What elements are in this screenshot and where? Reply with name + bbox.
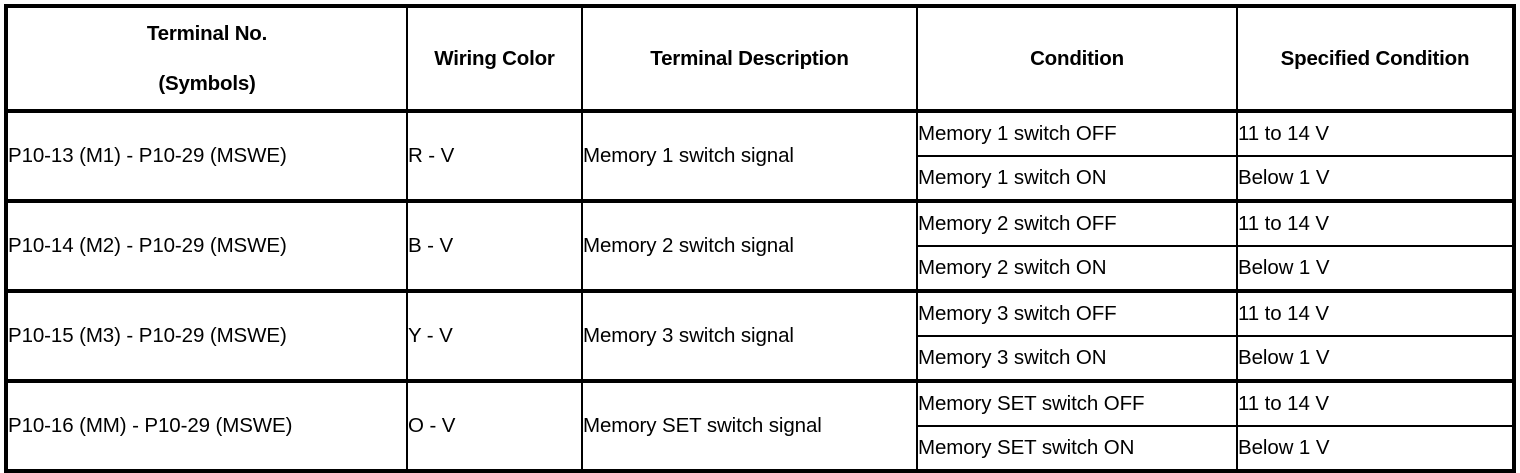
table-row: P10-15 (M3) - P10-29 (MSWE) Y - V Memory… [5,290,1515,383]
header-terminal-no: Terminal No. (Symbols) [5,5,408,113]
cell-wiring-color: B - V [406,200,583,293]
table-row: P10-14 (M2) - P10-29 (MSWE) B - V Memory… [5,200,1515,293]
cell-wiring-color: Y - V [406,290,583,383]
cell-terminal-no: P10-16 (MM) - P10-29 (MSWE) [5,380,408,473]
header-terminal-no-line2: (Symbols) [158,71,256,95]
cell-specified-condition: 11 to 14 V [1236,200,1515,247]
header-wiring-color: Wiring Color [406,5,583,113]
cell-specified-condition: Below 1 V [1236,245,1515,293]
cell-terminal-description: Memory 1 switch signal [581,110,918,203]
cell-specified-condition: 11 to 14 V [1236,380,1515,427]
table-header-row: Terminal No. (Symbols) Wiring Color Term… [5,5,1515,113]
cell-terminal-description: Memory 3 switch signal [581,290,918,383]
terminal-specification-table: Terminal No. (Symbols) Wiring Color Term… [4,4,1516,473]
cell-specified-condition: Below 1 V [1236,155,1515,203]
header-terminal-no-line1: Terminal No. [146,21,268,45]
table-row: Memory 1 switch ON Below 1 V [6,155,1515,203]
cell-condition: Memory 3 switch ON [916,335,1238,383]
table-row: P10-16 (MM) - P10-29 (MSWE) O - V Memory… [5,380,1515,473]
cell-condition: Memory 2 switch OFF [916,200,1238,247]
cell-condition: Memory 1 switch ON [916,155,1238,203]
cell-terminal-description: Memory SET switch signal [581,380,918,473]
cell-terminal-no: P10-14 (M2) - P10-29 (MSWE) [5,200,408,293]
table-row: P10-13 (M1) - P10-29 (MSWE) R - V Memory… [5,110,1515,203]
cell-condition: Memory 3 switch OFF [916,290,1238,337]
cell-condition: Memory SET switch ON [916,425,1238,473]
table-row: Memory 3 switch ON Below 1 V [6,335,1515,383]
cell-specified-condition: Below 1 V [1236,425,1515,473]
cell-condition: Memory SET switch OFF [916,380,1238,427]
cell-specified-condition: Below 1 V [1236,335,1515,383]
header-condition: Condition [916,5,1238,113]
table-row: Memory 2 switch ON Below 1 V [6,245,1515,293]
cell-condition: Memory 1 switch OFF [916,110,1238,157]
cell-terminal-no: P10-15 (M3) - P10-29 (MSWE) [5,290,408,383]
header-specified-condition: Specified Condition [1236,5,1515,113]
cell-terminal-no: P10-13 (M1) - P10-29 (MSWE) [5,110,408,203]
header-terminal-description: Terminal Description [581,5,918,113]
specification-table-sheet: Terminal No. (Symbols) Wiring Color Term… [0,4,1520,473]
cell-specified-condition: 11 to 14 V [1236,110,1515,157]
cell-specified-condition: 11 to 14 V [1236,290,1515,337]
cell-terminal-description: Memory 2 switch signal [581,200,918,293]
cell-wiring-color: O - V [406,380,583,473]
cell-wiring-color: R - V [406,110,583,203]
cell-condition: Memory 2 switch ON [916,245,1238,293]
